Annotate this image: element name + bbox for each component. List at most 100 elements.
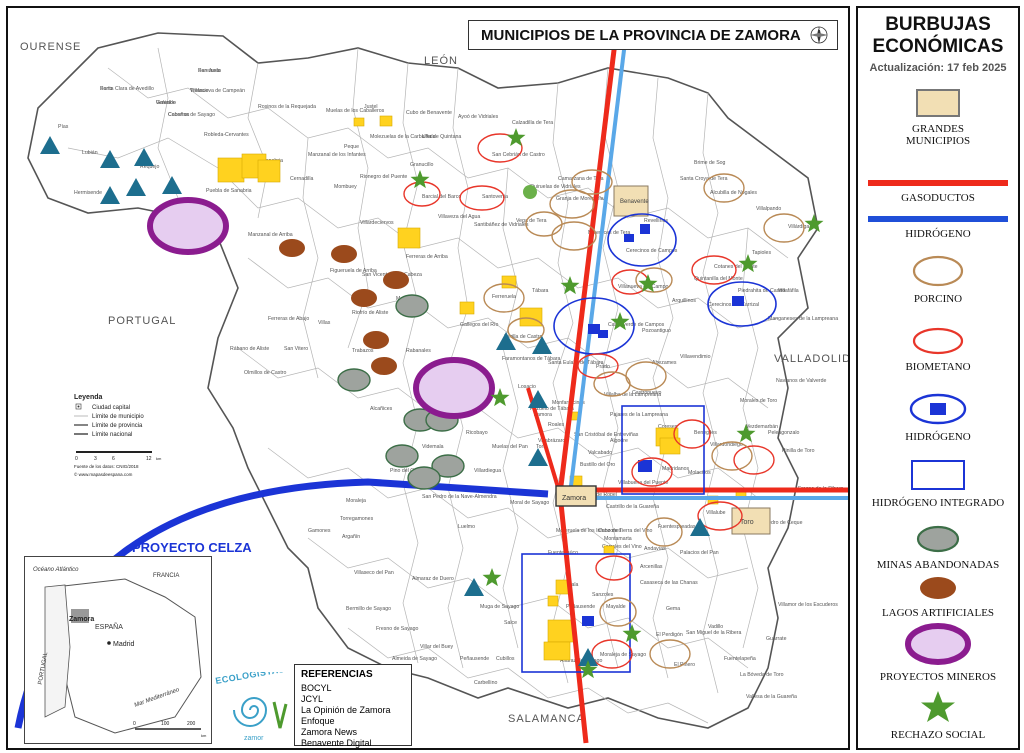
minas-abandonadas-icon — [916, 525, 960, 553]
legend-item-minas-abandonadas: MINAS ABANDONADAS — [858, 524, 1018, 571]
key-scale-3: 3 — [94, 456, 97, 462]
municipality-label: Trabazos — [352, 348, 374, 354]
municipality-label: Castroverde de Campos — [608, 322, 665, 328]
municipality-label: La Bóveda de Toro — [740, 672, 784, 678]
municipality-label: Pino del Oro — [390, 468, 419, 474]
municipal-boundaries — [67, 47, 789, 724]
municipality-label: Ferreruela — [492, 294, 516, 300]
rechazo-social-star[interactable] — [578, 660, 598, 679]
municipality-label: El Perdigón — [656, 632, 683, 638]
municipality-label: Rabanales — [406, 348, 431, 354]
municipality-label: Peque — [344, 144, 359, 150]
inset-scale-100: 100 — [161, 721, 170, 727]
key-scale-6: 6 — [112, 456, 115, 462]
key-scale-unit: km — [156, 456, 162, 461]
triangle-markers — [40, 136, 710, 666]
municipality-label: Villas — [318, 320, 331, 326]
hidrogeno-icon — [909, 393, 967, 425]
municipality-label: Santa Croya de Tera — [680, 176, 728, 182]
neighbor-label-salamanca: SALAMANCA — [508, 713, 585, 725]
municipality-label: Carbellino — [474, 680, 497, 686]
key-item-nacional: Límite nacional — [92, 432, 132, 438]
toro-label: Toro — [740, 519, 754, 526]
municipality-label: Benegiles — [694, 430, 717, 436]
benavente-marker[interactable] — [613, 185, 649, 217]
rechazo-social-star[interactable] — [622, 624, 642, 643]
municipality-label: Pozoantiguo — [642, 328, 671, 334]
municipality-label: Guarrate — [766, 636, 787, 642]
map-title-box: MUNICIPIOS DE LA PROVINCIA DE ZAMORA N — [468, 20, 838, 50]
municipality-label: Manzanal de los Infantes — [308, 152, 366, 158]
ecologistas-logo: ECOLOGISTAS zamor — [215, 672, 288, 742]
references-title: REFERENCIAS — [301, 669, 373, 680]
zamora-capital-marker[interactable] — [555, 485, 597, 507]
rechazo-social-star[interactable] — [804, 214, 824, 233]
key-item-provincia: Límite de provincia — [92, 423, 143, 429]
rechazo-social-star[interactable] — [736, 424, 756, 443]
municipality-label: Gema — [666, 606, 680, 612]
rechazo-social-star[interactable] — [560, 276, 580, 295]
municipality-label: Villalube — [706, 510, 726, 516]
municipality-label: Peñausende — [566, 604, 595, 610]
neighbor-label-valladolid: VALLADOLID — [774, 353, 848, 365]
municipality-label: Riofrío de Aliste — [352, 310, 388, 316]
municipality-label: San Vitero — [284, 346, 308, 352]
legend-item-proyectos-mineros: PROYECTOS MINEROS — [858, 622, 1018, 683]
municipality-label: Almaraz de Duero — [412, 576, 454, 582]
legend-item-hidrogeno-integrado: HIDRÓGENO INTEGRADO — [858, 458, 1018, 509]
municipality-label: Cabañas de Sayago — [168, 112, 215, 118]
municipality-label: Torregamones — [340, 516, 374, 522]
municipality-label: Lubián — [82, 150, 98, 156]
rechazo-social-star[interactable] — [738, 254, 758, 273]
municipality-label: Ferreras de Arriba — [406, 254, 448, 260]
toro-marker[interactable] — [731, 507, 771, 535]
inset-scale-0: 0 — [133, 721, 136, 727]
municipality-label: Fresno de Sayago — [376, 626, 419, 632]
municipality-label: Videmala — [422, 444, 444, 450]
municipality-label: Olmillos de Castro — [244, 370, 286, 376]
municipality-label: Villabuena del Puente — [618, 480, 668, 486]
rechazo-social-star[interactable] — [490, 388, 510, 407]
rechazo-social-markers — [410, 128, 824, 679]
legend-title-line1: BURBUJAS — [885, 14, 991, 35]
benavente-label: Benavente — [620, 199, 649, 205]
municipality-label: Algodre — [610, 438, 628, 444]
inset-scale-200: 200 — [187, 721, 196, 727]
inset-francia: FRANCIA — [153, 573, 179, 579]
municipality-label: San Pedro de la Nave-Almendra — [422, 494, 497, 500]
lagos-artificiales-markers — [279, 239, 409, 375]
legend-item-hidrogeno-linea: HIDRÓGENO — [858, 210, 1018, 240]
map-canvas: San JustoPortoGalendeTrefacioCobrerosLub… — [14, 32, 848, 744]
rechazo-social-star[interactable] — [410, 170, 430, 189]
legend-item-hidrogeno: HIDRÓGENO — [858, 392, 1018, 443]
rechazo-social-star[interactable] — [638, 274, 658, 293]
municipality-label: Trefacio — [190, 88, 209, 94]
municipality-label: Toro — [536, 444, 546, 450]
gasoducto-line-icon — [868, 180, 1008, 186]
legend-item-grandes-municipios: GRANDES MUNICIPIOS — [858, 88, 1018, 147]
municipality-label: Molezuelas de la Carballeda — [370, 134, 436, 140]
municipality-label: Zamora — [534, 412, 552, 418]
inset-portugal: PORTUGAL — [38, 651, 50, 685]
legend-panel: BURBUJAS ECONÓMICAS Actualización: 17 fe… — [856, 6, 1020, 750]
municipality-label: Peñausende — [460, 656, 489, 662]
municipality-label: Alcañices — [370, 406, 393, 412]
rechazo-social-star[interactable] — [506, 128, 526, 147]
porcino-icon — [912, 255, 964, 287]
municipality-label: Ricobayo — [466, 430, 488, 436]
municipality-label: Puebla de Sanabria — [206, 188, 252, 194]
municipality-label: Villamor de los Escuderos — [778, 602, 838, 608]
reference-item: BOCYL — [301, 683, 332, 693]
municipality-label: Arquillinos — [672, 298, 696, 304]
municipality-label: Villanueva de Campeán — [190, 88, 245, 94]
key-source: Fuente de los datos: CNIG/2018 — [74, 464, 139, 469]
rechazo-social-star[interactable] — [482, 568, 502, 587]
municipality-label: Quintanilla del Monte — [694, 276, 743, 282]
municipality-label: Villalpando — [756, 206, 781, 212]
municipality-label: Corrales del Vino — [602, 544, 642, 550]
municipality-label: Tábara — [532, 288, 549, 294]
municipality-label: Tapioles — [752, 250, 771, 256]
rechazo-social-star[interactable] — [610, 312, 630, 331]
municipality-label: Coreses — [658, 424, 678, 430]
